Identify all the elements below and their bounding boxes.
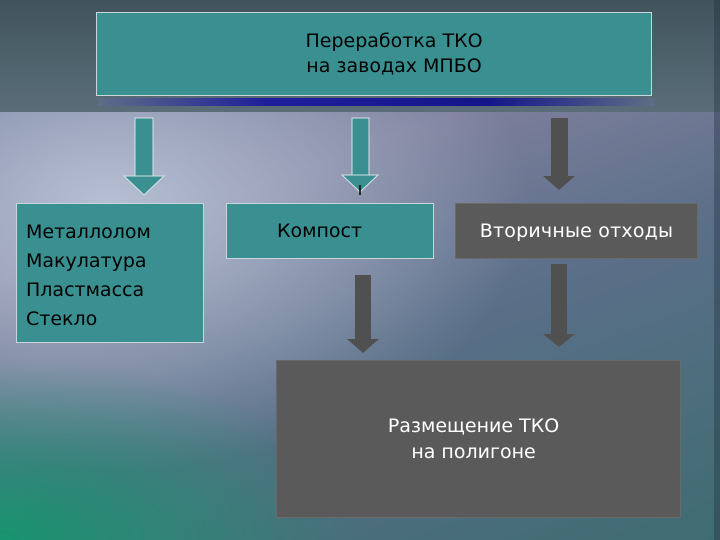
edge-shadow — [714, 0, 720, 540]
arrow-compost-to-landfill — [347, 275, 379, 353]
material-item: Стекло — [26, 308, 98, 330]
arrow-to-compost — [340, 117, 380, 195]
arrow-to-materials — [122, 117, 166, 196]
secondary-waste-node: Вторичные отходы — [455, 203, 698, 259]
processing-title-line2: на заводах МПБО — [306, 55, 482, 77]
compost-label: Компост — [277, 220, 363, 242]
processing-node: Переработка ТКО на заводах МПБО — [96, 12, 652, 96]
compost-node: Компост — [226, 203, 434, 259]
arrow-waste-to-landfill — [543, 264, 575, 347]
material-item: Макулатура — [26, 250, 147, 272]
arrow-to-secondary-waste — [543, 118, 575, 190]
title-underline — [98, 98, 654, 106]
material-item: Металлолом — [26, 221, 151, 243]
secondary-waste-label: Вторичные отходы — [479, 220, 674, 242]
landfill-node: Размещение ТКО на полигоне — [276, 360, 681, 518]
processing-title-line1: Переработка ТКО — [305, 30, 483, 52]
landfill-line1: Размещение ТКО — [387, 415, 560, 437]
materials-node: Металлолом Макулатура Пластмасса Стекло — [16, 203, 204, 343]
landfill-line2: на полигоне — [411, 441, 536, 463]
material-item: Пластмасса — [26, 279, 145, 301]
